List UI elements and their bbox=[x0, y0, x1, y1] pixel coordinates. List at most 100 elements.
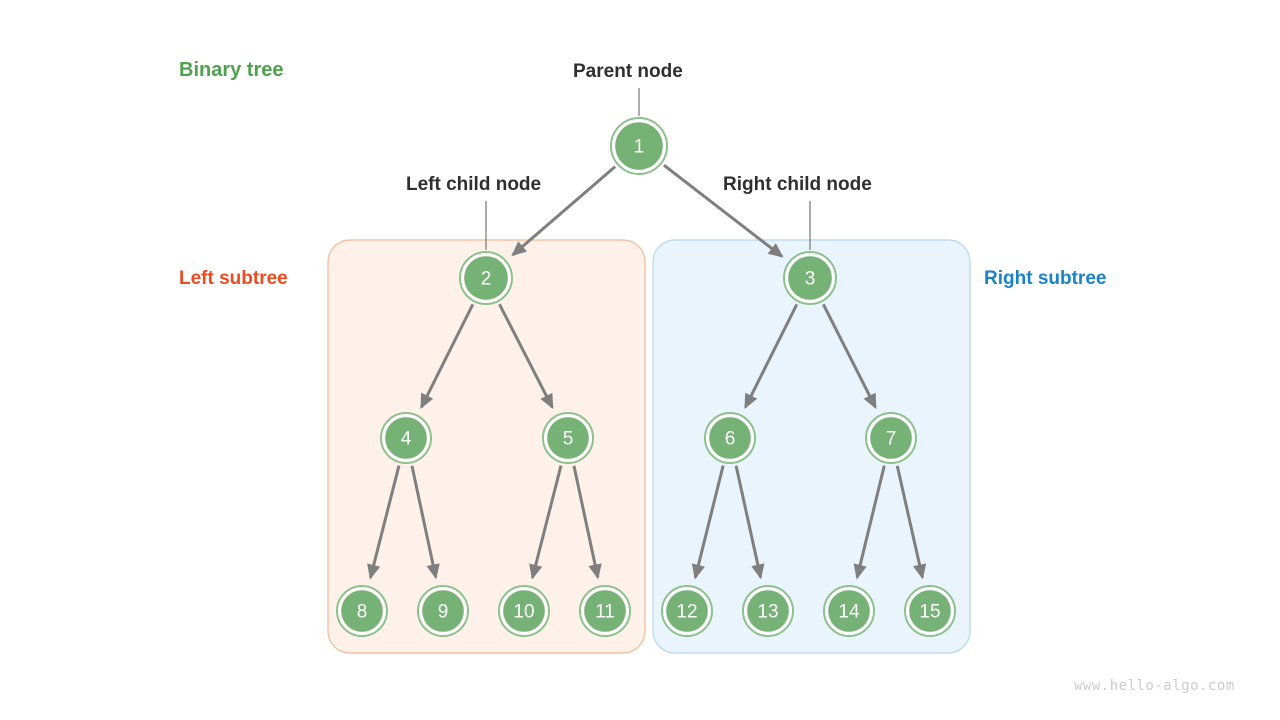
page-title: Binary tree bbox=[179, 59, 284, 81]
subtree-boxes bbox=[327, 239, 971, 654]
tree-node: 12 bbox=[661, 585, 713, 637]
node-gap-ring bbox=[706, 414, 754, 462]
tree-edge bbox=[420, 303, 475, 410]
node-value: 6 bbox=[725, 429, 736, 450]
tree-node: 7 bbox=[865, 412, 917, 464]
tree-edge bbox=[744, 303, 799, 410]
node-gap-ring bbox=[785, 253, 835, 303]
tree-node: 8 bbox=[336, 585, 388, 637]
node-outer-ring bbox=[336, 585, 388, 637]
tree-edge bbox=[895, 465, 927, 580]
node-value: 7 bbox=[886, 429, 897, 450]
node-circle bbox=[870, 417, 912, 459]
node-circle bbox=[909, 590, 951, 632]
right-child-node-label: Right child node bbox=[723, 174, 872, 195]
right-subtree-label: Right subtree bbox=[984, 268, 1107, 289]
tree-edge bbox=[498, 303, 554, 410]
node-value: 15 bbox=[919, 602, 940, 623]
node-outer-ring bbox=[542, 412, 594, 464]
parent-node-label: Parent node bbox=[573, 61, 683, 82]
node-circle bbox=[828, 590, 870, 632]
node-circle bbox=[709, 417, 751, 459]
node-value: 2 bbox=[481, 269, 492, 290]
node-gap-ring bbox=[461, 253, 511, 303]
node-outer-ring bbox=[459, 251, 513, 305]
tree-node: 13 bbox=[742, 585, 794, 637]
node-outer-ring bbox=[704, 412, 756, 464]
node-outer-ring bbox=[742, 585, 794, 637]
node-circle bbox=[615, 122, 663, 170]
tree-edge bbox=[663, 164, 784, 258]
node-gap-ring bbox=[382, 414, 430, 462]
node-circle bbox=[464, 256, 508, 300]
node-value: 3 bbox=[805, 269, 816, 290]
node-outer-ring bbox=[823, 585, 875, 637]
tree-node: 3 bbox=[783, 251, 837, 305]
node-outer-ring bbox=[783, 251, 837, 305]
left-subtree-label: Left subtree bbox=[179, 268, 288, 289]
tree-edge bbox=[410, 465, 440, 580]
tree-edge bbox=[529, 465, 563, 580]
tree-node: 5 bbox=[542, 412, 594, 464]
tree-edge bbox=[511, 165, 617, 257]
tree-edge bbox=[367, 465, 401, 580]
node-circle bbox=[385, 417, 427, 459]
node-circle bbox=[503, 590, 545, 632]
node-circle bbox=[747, 590, 789, 632]
tree-node: 11 bbox=[579, 585, 631, 637]
tree-node: 15 bbox=[904, 585, 956, 637]
node-outer-ring bbox=[579, 585, 631, 637]
node-gap-ring bbox=[338, 587, 386, 635]
node-circle bbox=[422, 590, 464, 632]
node-circle bbox=[788, 256, 832, 300]
node-gap-ring bbox=[612, 119, 666, 173]
node-value: 14 bbox=[838, 602, 860, 623]
node-circle bbox=[666, 590, 708, 632]
node-circle bbox=[584, 590, 626, 632]
node-gap-ring bbox=[419, 587, 467, 635]
node-gap-ring bbox=[744, 587, 792, 635]
tree-node: 1 bbox=[610, 117, 668, 175]
node-outer-ring bbox=[904, 585, 956, 637]
annotation-leader-lines bbox=[485, 88, 811, 250]
node-circle bbox=[341, 590, 383, 632]
node-outer-ring bbox=[865, 412, 917, 464]
node-gap-ring bbox=[906, 587, 954, 635]
tree-edge bbox=[734, 465, 765, 580]
node-value: 8 bbox=[357, 602, 368, 623]
node-gap-ring bbox=[825, 587, 873, 635]
tree-node: 2 bbox=[459, 251, 513, 305]
node-outer-ring bbox=[417, 585, 469, 637]
node-value: 12 bbox=[676, 602, 697, 623]
node-circle bbox=[547, 417, 589, 459]
tree-edge bbox=[853, 465, 886, 580]
watermark: www.hello-algo.com bbox=[1074, 678, 1235, 694]
node-gap-ring bbox=[867, 414, 915, 462]
tree-node: 4 bbox=[380, 412, 432, 464]
tree-node: 14 bbox=[823, 585, 875, 637]
node-outer-ring bbox=[661, 585, 713, 637]
node-outer-ring bbox=[498, 585, 550, 637]
node-gap-ring bbox=[663, 587, 711, 635]
node-value: 9 bbox=[438, 602, 449, 623]
node-gap-ring bbox=[500, 587, 548, 635]
tree-edges bbox=[367, 164, 927, 580]
node-value: 5 bbox=[563, 429, 574, 450]
node-value: 10 bbox=[513, 602, 534, 623]
node-outer-ring bbox=[610, 117, 668, 175]
tree-node: 9 bbox=[417, 585, 469, 637]
tree-edge bbox=[572, 465, 602, 580]
node-value: 1 bbox=[634, 137, 645, 158]
tree-edge bbox=[821, 303, 877, 410]
node-outer-ring bbox=[380, 412, 432, 464]
tree-node: 10 bbox=[498, 585, 550, 637]
node-gap-ring bbox=[581, 587, 629, 635]
node-value: 13 bbox=[757, 602, 778, 623]
node-gap-ring bbox=[544, 414, 592, 462]
left-child-node-label: Left child node bbox=[406, 174, 542, 195]
node-value: 11 bbox=[595, 602, 615, 623]
tree-node: 6 bbox=[704, 412, 756, 464]
